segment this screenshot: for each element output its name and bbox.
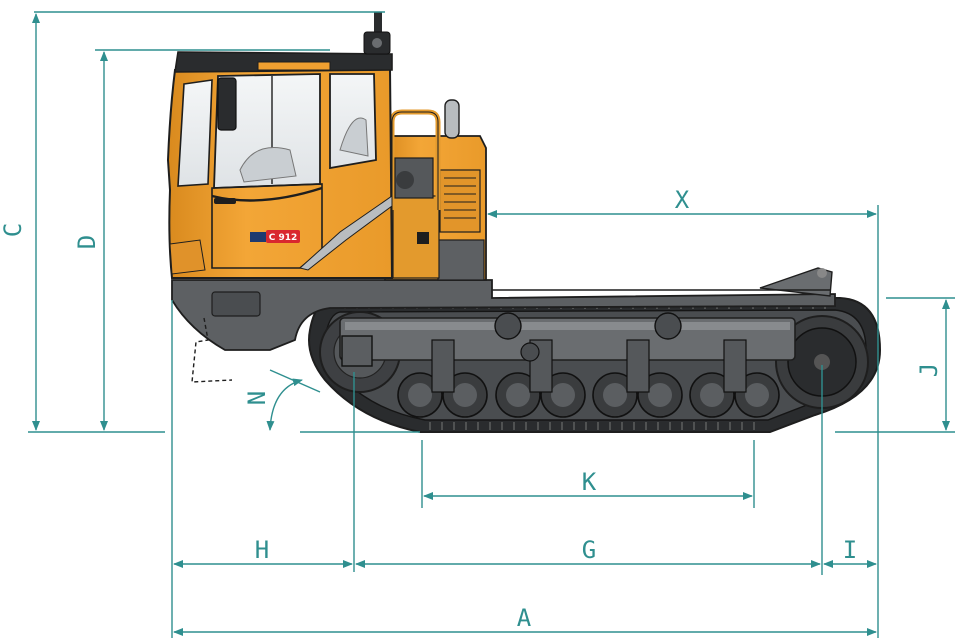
exhaust-stack [444, 99, 460, 139]
bogie-2 [495, 339, 586, 418]
side-mirror [217, 77, 237, 131]
dim-n-ray [269, 369, 321, 393]
beacon-light [363, 12, 391, 55]
cab-front-window [177, 79, 213, 187]
label-j: J [915, 363, 943, 377]
engine-vents [444, 177, 476, 219]
front-light [169, 239, 206, 275]
road-wheels [397, 339, 780, 418]
dim-n-arc [266, 378, 303, 431]
front-hitch-outline [191, 317, 233, 383]
drive-sprocket [775, 315, 869, 409]
bogie-1 [397, 339, 488, 418]
label-i: I [843, 536, 857, 564]
rear-deck-arm [759, 267, 833, 297]
cab-rear-window [329, 73, 377, 170]
tracked-carrier-vehicle: C 912 [166, 12, 882, 433]
label-k: K [582, 468, 597, 496]
dimension-lines: C D X J K H G I A N [0, 11, 955, 638]
bogie-3 [592, 339, 683, 418]
engine-hood [384, 99, 487, 281]
label-d: D [73, 235, 101, 249]
cab [166, 12, 394, 279]
carrier-rollers [494, 312, 682, 362]
label-c: C [0, 223, 27, 237]
label-x: X [675, 186, 690, 214]
label-h: H [255, 536, 269, 564]
label-a: A [517, 604, 532, 632]
bogie-4 [689, 339, 780, 418]
chassis [171, 267, 836, 351]
track-frame-highlight [345, 322, 790, 330]
model-badge: C 912 [250, 230, 300, 243]
front-bracket [341, 335, 373, 367]
label-n: N [243, 391, 271, 405]
label-g: G [582, 536, 596, 564]
model-badge-text: C 912 [269, 233, 298, 243]
